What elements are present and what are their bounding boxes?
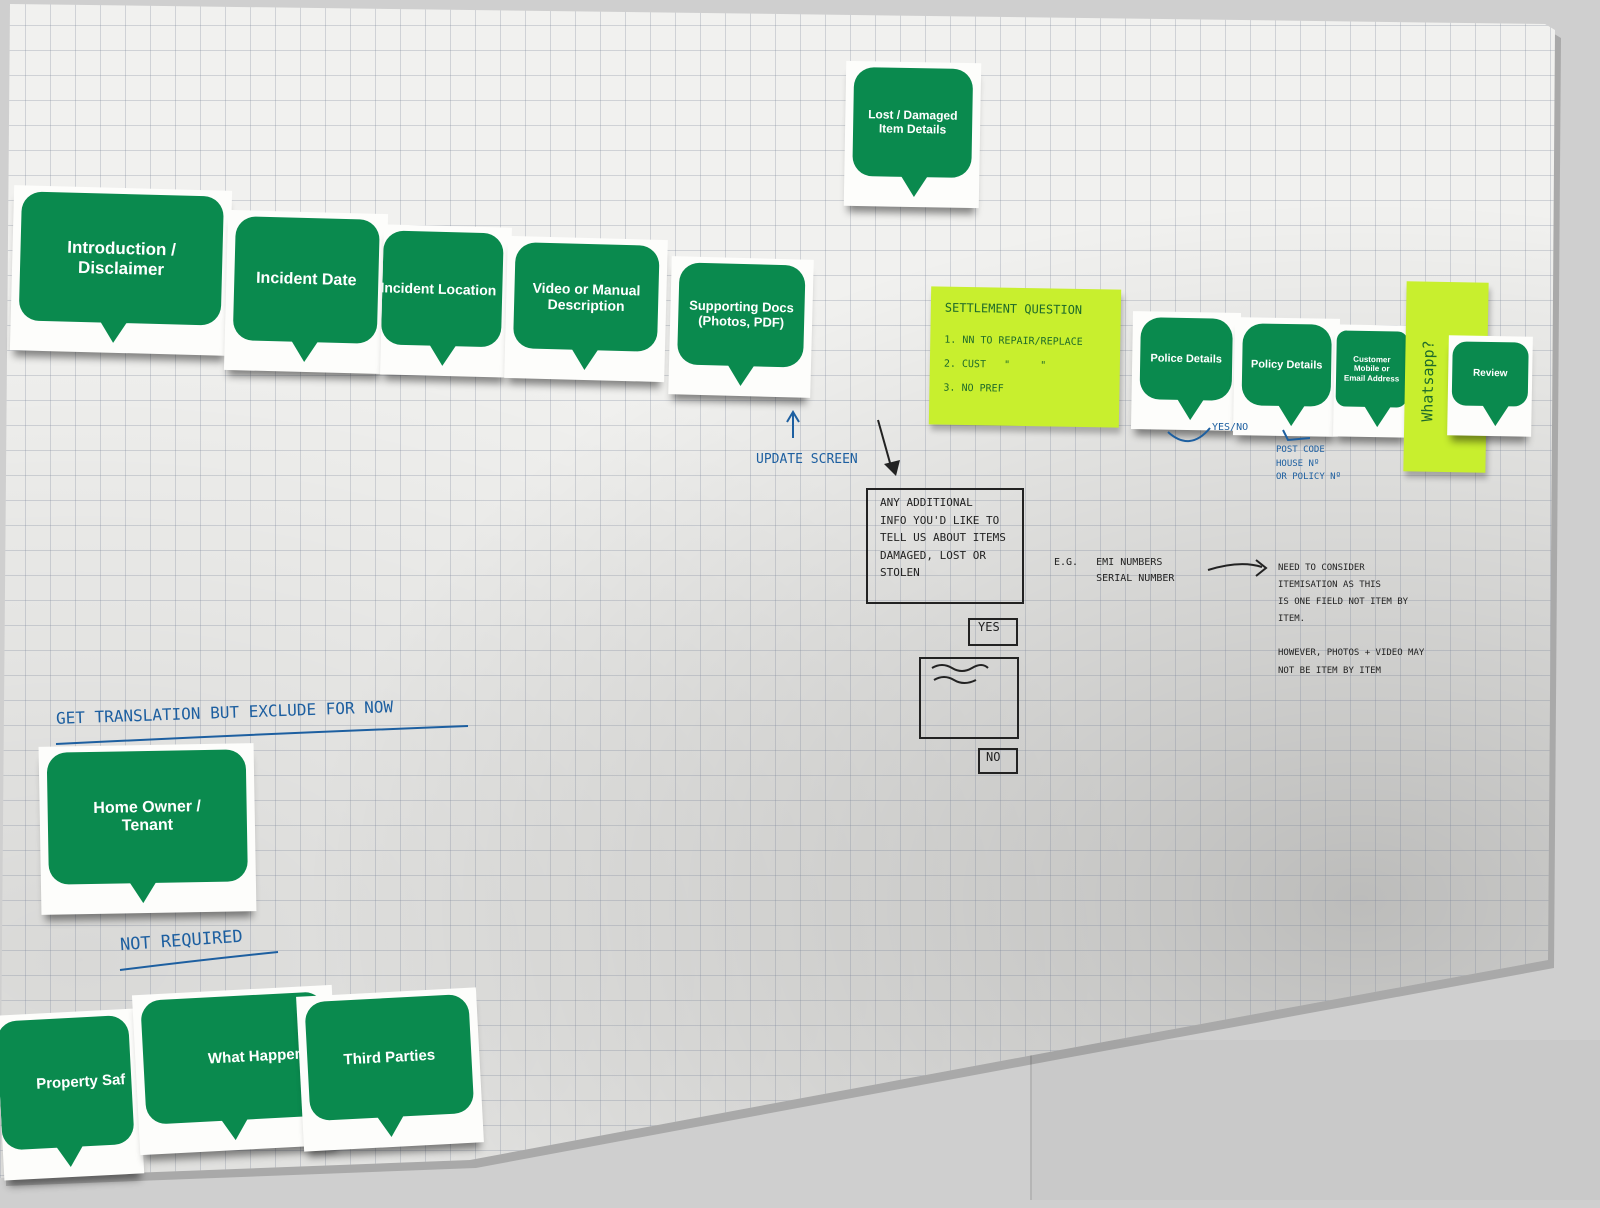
sticker-label: Third Parties <box>304 993 475 1122</box>
additional-info-arrowhead <box>884 460 900 476</box>
text-input-squiggle-2 <box>933 676 977 684</box>
postcode-tick <box>1282 429 1311 442</box>
no-label: NO <box>986 750 1001 764</box>
itemisation-note: NEED TO CONSIDER ITEMISATION AS THIS IS … <box>1278 563 1425 676</box>
yes-no-loop <box>1167 427 1211 442</box>
sticker-label: Property Saf <box>0 1014 135 1151</box>
sticker-third-parties: Third Parties <box>296 987 484 1152</box>
yes-no-note: YES/NO <box>1212 422 1249 433</box>
translation-underline <box>55 725 469 745</box>
sticker-property-safe: Property Saf <box>0 1008 145 1181</box>
itemisation-arrow <box>1207 559 1268 577</box>
additional-info-note: ANY ADDITIONAL INFO YOU'D LIKE TO TELL U… <box>880 496 1006 580</box>
sticker-home-owner-tenant: Home Owner / Tenant <box>38 743 257 915</box>
text-input-squiggle-1 <box>931 664 989 672</box>
no-button-sketch <box>978 748 1018 774</box>
text-input-sketch <box>919 657 1019 739</box>
wall-panel-seam <box>1030 1040 1032 1200</box>
additional-info-arrow <box>877 419 893 471</box>
not-required-underline <box>119 951 279 971</box>
update-screen-arrow <box>786 410 800 438</box>
additional-info-box <box>866 488 1024 604</box>
sticker-label: Home Owner / Tenant <box>46 749 248 885</box>
update-screen-note: UPDATE SCREEN <box>756 452 858 467</box>
wall-background <box>1030 1040 1600 1200</box>
eg-numbers-note: E.G. EMI NUMBERS SERIAL NUMBER <box>1054 557 1175 584</box>
yes-label: YES <box>978 620 1000 634</box>
yes-button-sketch <box>968 618 1018 646</box>
postcode-note: POST CODE HOUSE Nº OR POLICY Nº <box>1276 445 1342 482</box>
